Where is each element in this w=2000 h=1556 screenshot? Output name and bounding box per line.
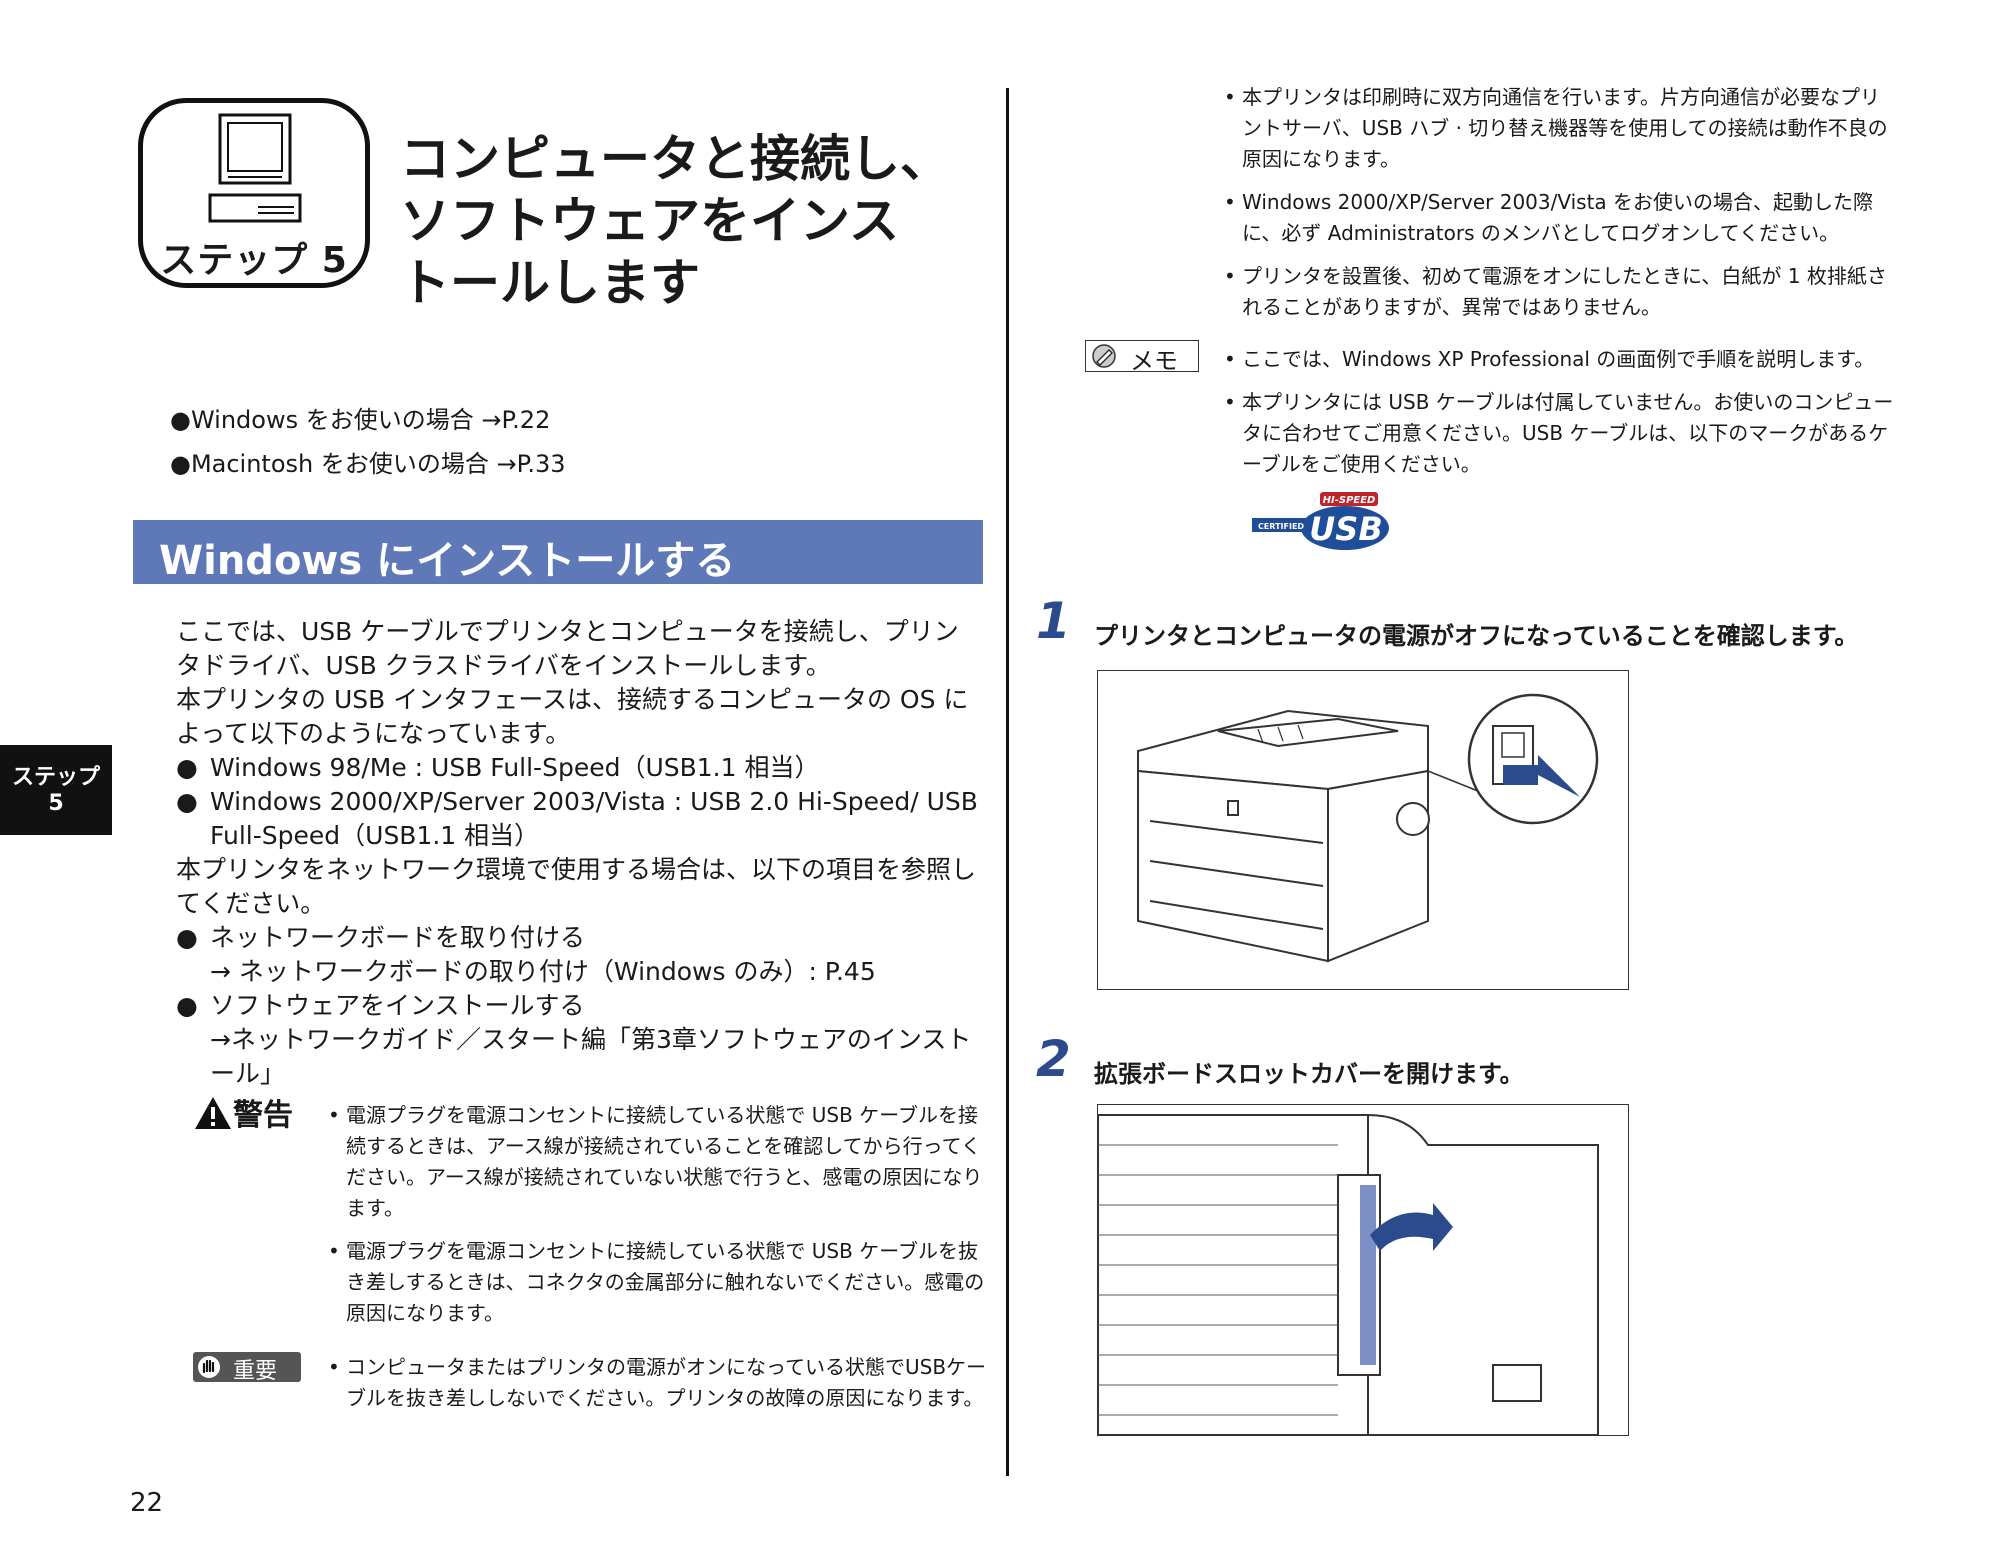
warning-label: 警告: [193, 1090, 293, 1134]
list-item: ネットワークボードを取り付ける: [176, 921, 982, 955]
list-item: コンピュータまたはプリンタの電源がオンになっている状態でUSBケーブルを抜き差し…: [328, 1352, 988, 1414]
section-header: Windows にインストールする: [133, 520, 983, 584]
figure-power-switch: [1097, 670, 1629, 990]
step-label: ステップ 5: [160, 240, 348, 281]
usb-logo-text: USB: [1309, 510, 1382, 548]
column-divider: [1006, 88, 1009, 1476]
body-text: ここでは、USB ケーブルでプリンタとコンピュータを接続し、プリンタドライバ、U…: [176, 615, 982, 1091]
computer-icon: [208, 113, 302, 223]
important-list: コンピュータまたはプリンタの電源がオンになっている状態でUSBケーブルを抜き差し…: [328, 1352, 988, 1426]
side-tab: ステップ 5: [0, 745, 112, 835]
paragraph: ここでは、USB ケーブルでプリンタとコンピュータを接続し、プリンタドライバ、U…: [176, 617, 959, 680]
step-badge: ステップ 5: [138, 98, 370, 288]
memo-label: メモ: [1085, 340, 1199, 375]
list-item: ここでは、Windows XP Professional の画面例で手順を説明し…: [1224, 344, 1894, 375]
usb-logo: HI-SPEED CERTIFIED USB: [1252, 492, 1389, 550]
link-windows[interactable]: ●Windows をお使いの場合 →P.22: [170, 406, 551, 434]
usb-logo-certified: CERTIFIED: [1258, 522, 1304, 531]
reference-link[interactable]: →ネットワークガイド／スタート編「第3章ソフトウェアのインストール」: [210, 1025, 972, 1088]
side-tab-number: 5: [48, 791, 64, 816]
figure-expansion-cover: [1097, 1104, 1629, 1436]
reference-link[interactable]: → ネットワークボードの取り付け（Windows のみ）: P.45: [210, 957, 876, 986]
memo-list: ここでは、Windows XP Professional の画面例で手順を説明し…: [1224, 344, 1894, 492]
usb-logo-hispeed: HI-SPEED: [1323, 495, 1376, 506]
warning-list: 電源プラグを電源コンセントに接続している状態で USB ケーブルを接続するときは…: [328, 1100, 988, 1341]
list-item: Windows 2000/XP/Server 2003/Vista をお使いの場…: [1224, 187, 1894, 249]
paragraph: 本プリンタをネットワーク環境で使用する場合は、以下の項目を参照してください。: [176, 855, 977, 918]
pencil-icon: [1092, 344, 1116, 368]
important-label: 重要: [193, 1352, 301, 1384]
caution-notes: 本プリンタは印刷時に双方向通信を行います。片方向通信が必要なプリントサーバ、US…: [1224, 82, 1894, 335]
printer-illustration: [1137, 693, 1599, 963]
section-title: Windows にインストールする: [159, 538, 736, 584]
memo-text: メモ: [1130, 347, 1178, 375]
link-macintosh[interactable]: ●Macintosh をお使いの場合 →P.33: [170, 450, 566, 478]
expansion-slot-illustration: [1097, 1113, 1599, 1436]
list-item: 本プリンタには USB ケーブルは付属していません。お使いのコンピュータに合わせ…: [1224, 387, 1894, 480]
list-item: 本プリンタは印刷時に双方向通信を行います。片方向通信が必要なプリントサーバ、US…: [1224, 82, 1894, 175]
title-line: トールします: [400, 254, 700, 312]
side-tab-label: ステップ: [11, 765, 100, 790]
list-item: ソフトウェアをインストールする: [176, 989, 982, 1023]
important-text: 重要: [233, 1359, 278, 1384]
paragraph: 本プリンタの USB インタフェースは、接続するコンピュータの OS によって以…: [176, 685, 969, 748]
step-instruction: プリンタとコンピュータの電源がオフになっていることを確認します。: [1094, 622, 1859, 650]
os-links: ●Windows をお使いの場合 →P.22 ●Macintosh をお使いの場…: [170, 398, 566, 486]
title-line: ソフトウェアをインス: [400, 192, 899, 250]
list-item: 電源プラグを電源コンセントに接続している状態で USB ケーブルを抜き差しすると…: [328, 1236, 988, 1329]
page-title: コンピュータと接続し、 ソフトウェアをインス トールします: [400, 128, 960, 314]
hand-icon: [198, 1356, 220, 1378]
title-line: コンピュータと接続し、: [400, 130, 950, 188]
list-item: Windows 98/Me : USB Full-Speed（USB1.1 相当…: [176, 751, 982, 785]
list-item: プリンタを設置後、初めて電源をオンにしたときに、白紙が 1 枚排紙されることがあ…: [1224, 261, 1894, 323]
list-item: 電源プラグを電源コンセントに接続している状態で USB ケーブルを接続するときは…: [328, 1100, 988, 1224]
step-number: 1: [1036, 592, 1071, 650]
warning-triangle-icon: [195, 1097, 231, 1129]
page-number: 22: [130, 1488, 164, 1518]
step-instruction: 拡張ボードスロットカバーを開けます。: [1094, 1060, 1524, 1088]
warning-text: 警告: [233, 1098, 293, 1133]
list-item: Windows 2000/XP/Server 2003/Vista : USB …: [176, 785, 982, 853]
step-number: 2: [1036, 1030, 1071, 1088]
